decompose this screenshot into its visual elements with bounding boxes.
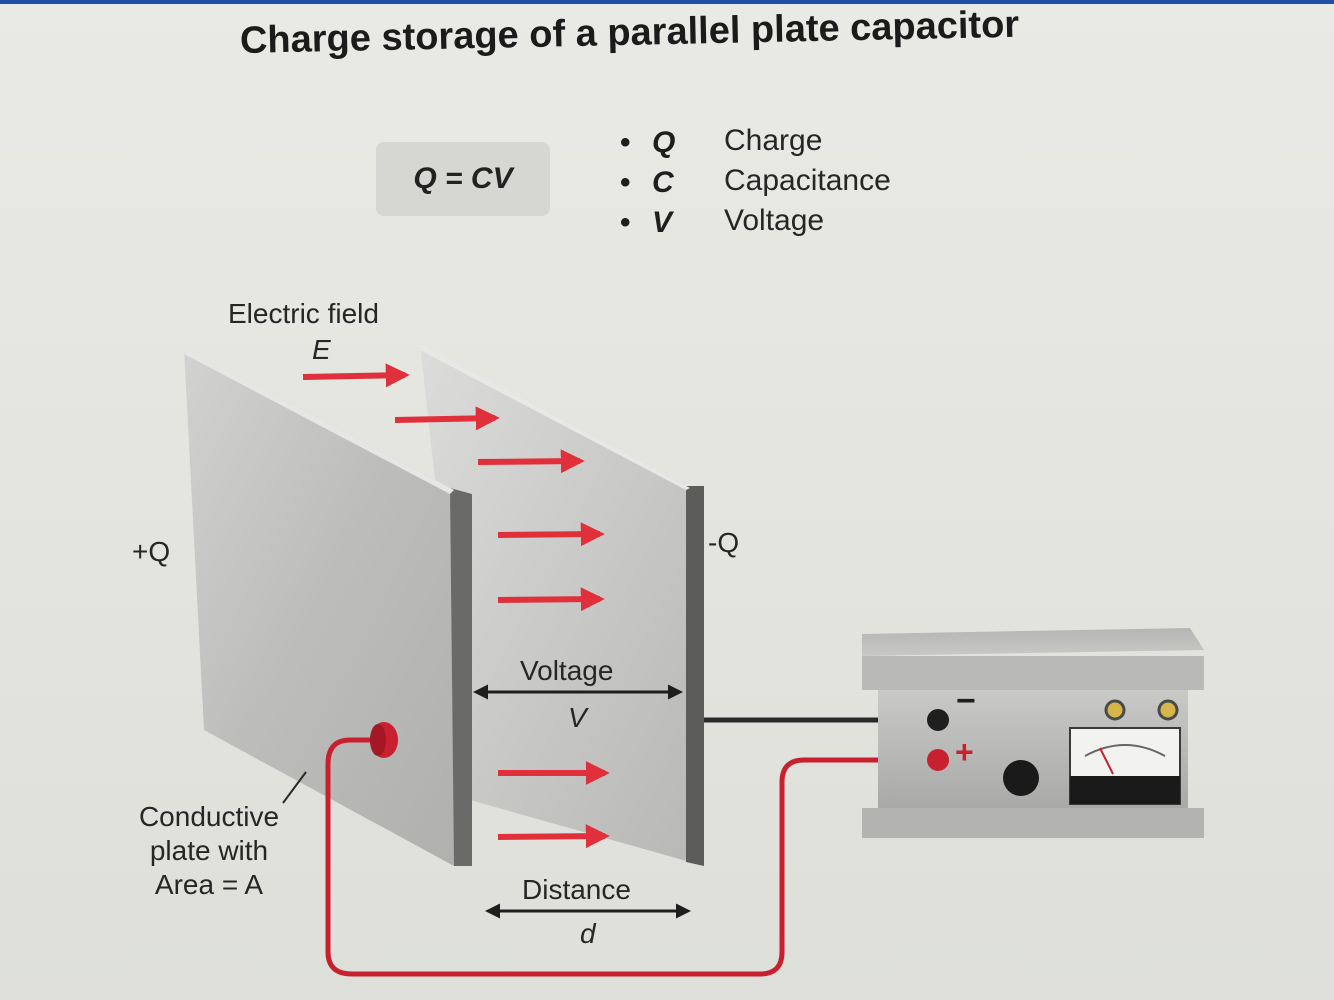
formula-box: Q = CV xyxy=(376,142,550,216)
positive-connector-edge xyxy=(370,724,386,756)
bullet-icon: • xyxy=(620,126,631,159)
plate-label-line: plate with xyxy=(149,835,269,866)
field-arrow xyxy=(477,449,585,474)
voltage-symbol: V xyxy=(568,702,587,733)
positive-wire xyxy=(325,737,938,977)
top-accent-line xyxy=(0,0,1334,4)
plate-label-line: Conductive xyxy=(138,801,280,832)
indicator-light-icon xyxy=(1104,699,1126,721)
negative-plate xyxy=(420,344,704,866)
legend-symbol: C xyxy=(652,166,674,199)
knob-icon xyxy=(1003,760,1039,796)
plus-terminal-label: + xyxy=(955,734,974,770)
electric-field-label: Electric field xyxy=(228,298,379,329)
plate-label-line: Area = A xyxy=(154,869,264,900)
minus-terminal-label: − xyxy=(956,682,976,720)
distance-symbol: d xyxy=(580,918,596,949)
field-arrow xyxy=(394,406,500,431)
field-arrow xyxy=(302,363,410,388)
legend-symbol: Q xyxy=(652,126,676,159)
legend-description: Charge xyxy=(724,124,823,157)
voltage-label: Voltage xyxy=(520,655,614,686)
legend-symbol: V xyxy=(652,206,673,239)
plate-area-label: Conductive plate with Area = A xyxy=(126,800,292,902)
positive-charge-label: +Q xyxy=(132,536,171,567)
indicator-light-icon xyxy=(1157,699,1179,721)
field-arrows xyxy=(302,363,610,849)
negative-terminal xyxy=(927,709,949,731)
bullet-icon: • xyxy=(620,206,631,239)
bullet-icon: • xyxy=(620,166,631,199)
field-arrow xyxy=(497,522,605,547)
negative-charge-label: -Q xyxy=(708,527,740,558)
plate-leader-line xyxy=(282,771,307,804)
legend-description: Capacitance xyxy=(724,164,891,197)
field-arrow xyxy=(497,824,610,849)
power-supply xyxy=(862,628,1204,838)
distance-label: Distance xyxy=(522,874,631,905)
field-arrow xyxy=(497,587,605,612)
electric-field-symbol: E xyxy=(312,334,331,365)
positive-terminal xyxy=(927,749,949,771)
legend-description: Voltage xyxy=(724,204,825,237)
